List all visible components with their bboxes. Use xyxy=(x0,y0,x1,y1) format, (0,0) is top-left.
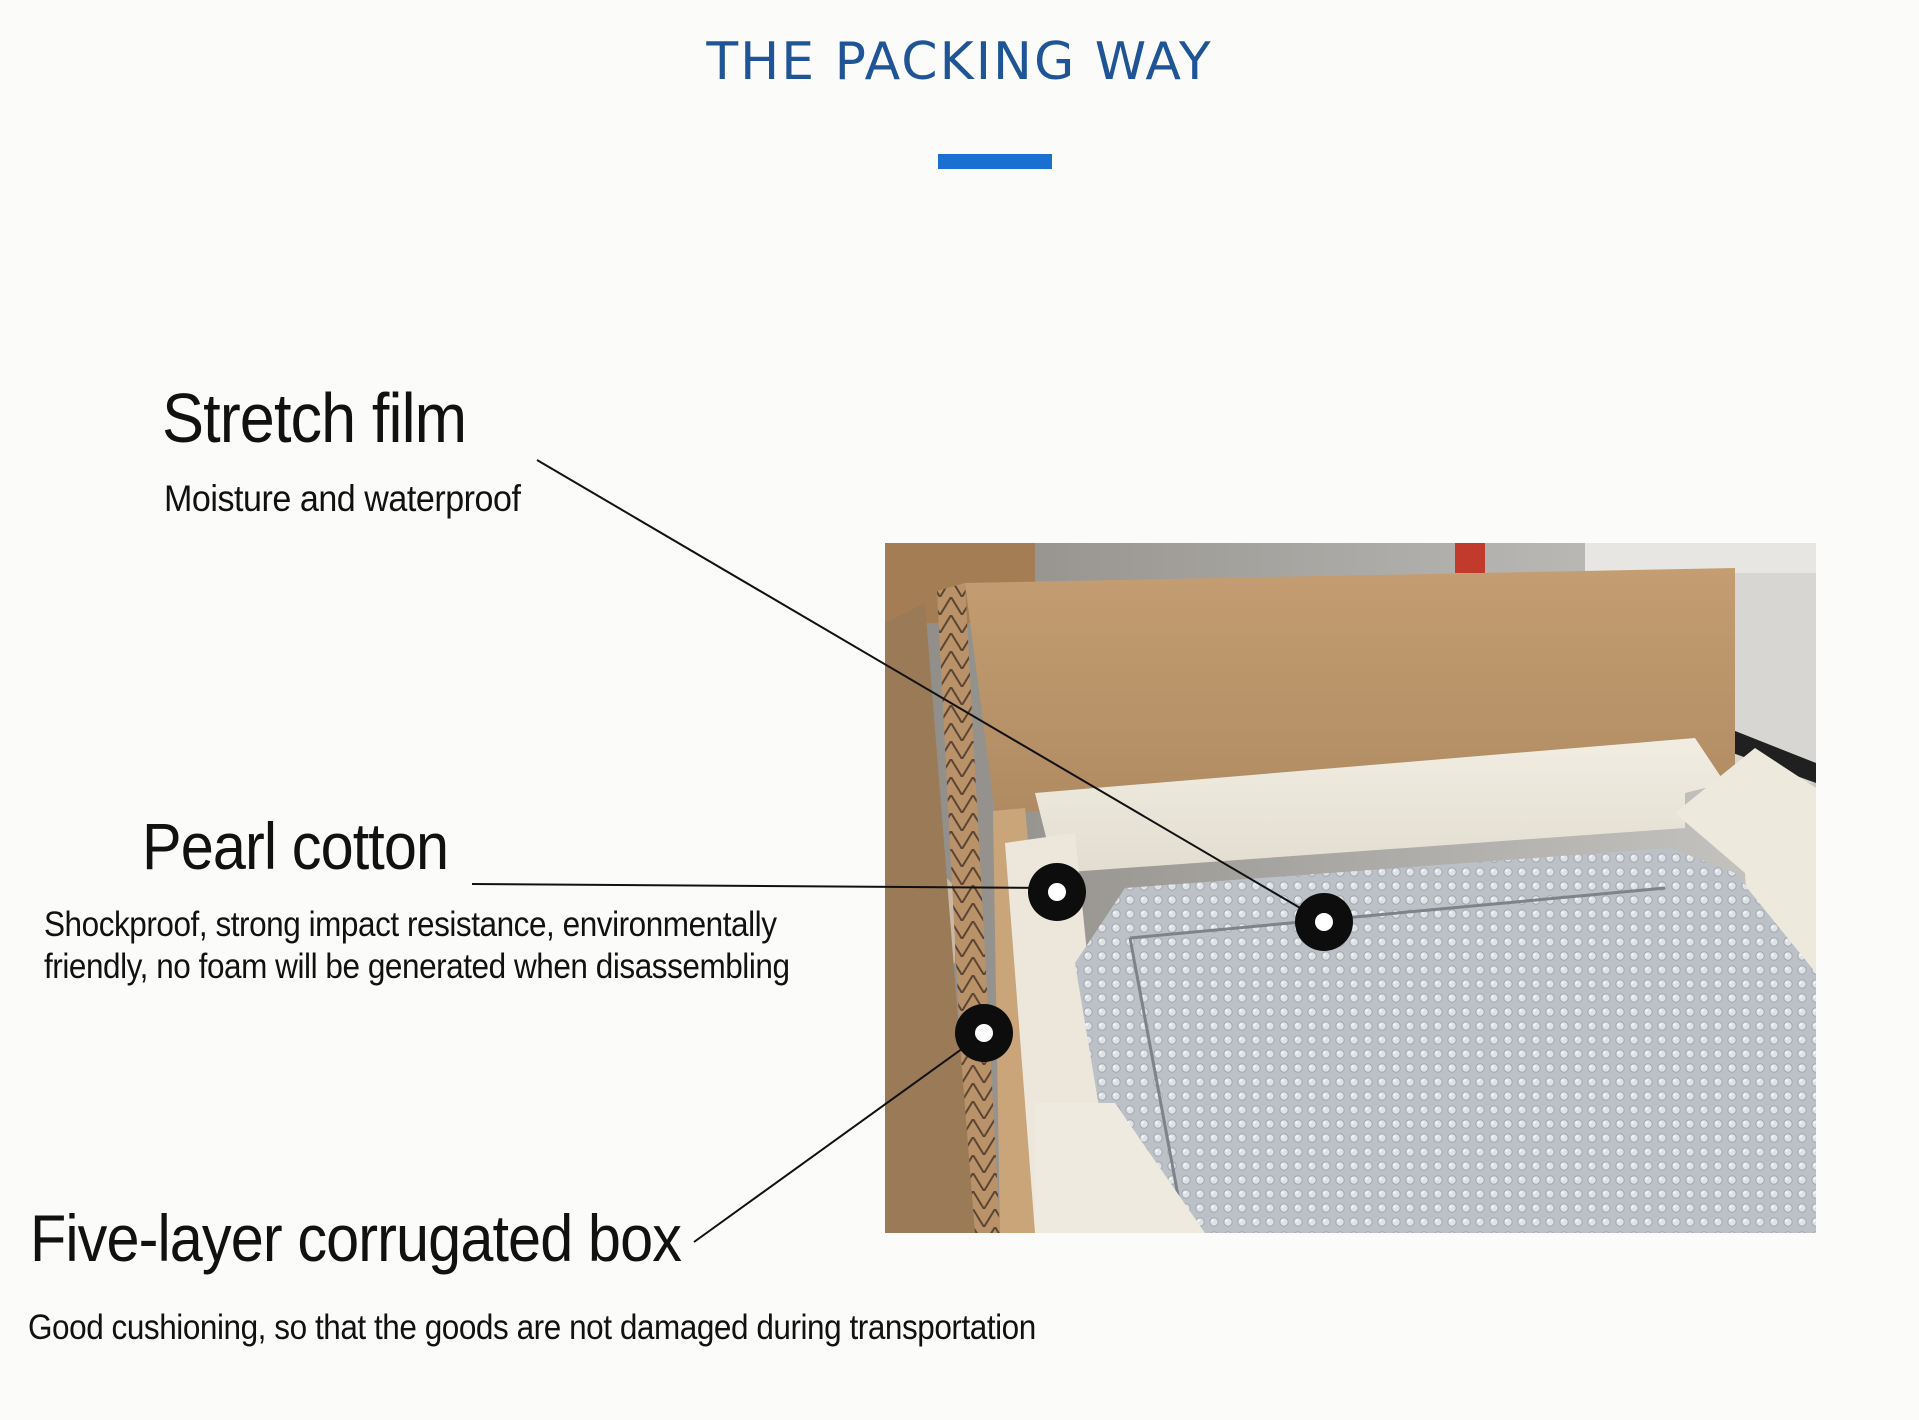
packed-box-photo xyxy=(885,543,1816,1233)
corrugated-box-heading: Five-layer corrugated box xyxy=(30,1201,682,1275)
pearl-cotton-description-line2: friendly, no foam will be generated when… xyxy=(44,947,790,986)
title-underline xyxy=(938,154,1052,169)
pearl-cotton-description-line1: Shockproof, strong impact resistance, en… xyxy=(44,905,777,944)
corrugated-box-description: Good cushioning, so that the goods are n… xyxy=(28,1308,1036,1347)
page-title: THE PACKING WAY xyxy=(706,32,1213,92)
pearl-cotton-heading: Pearl cotton xyxy=(142,809,449,883)
stretch-film-heading: Stretch film xyxy=(162,379,467,457)
pearl-cotton-description: Shockproof, strong impact resistance, en… xyxy=(44,904,790,988)
stretch-film-description: Moisture and waterproof xyxy=(164,478,521,519)
